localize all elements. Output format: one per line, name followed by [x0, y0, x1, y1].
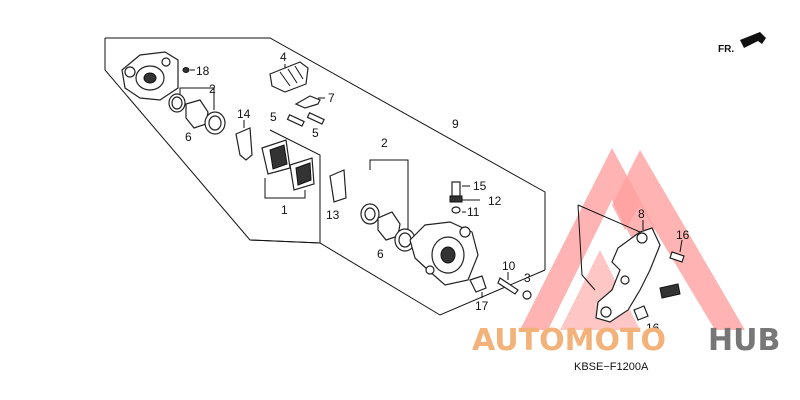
pad-spring — [269, 61, 309, 93]
pad-pin — [294, 95, 321, 109]
watermark-text-hub: HUB — [708, 323, 780, 358]
callout-11: 11 — [467, 205, 480, 219]
callout-5-right: 5 — [312, 126, 319, 140]
callout-1: 1 — [281, 203, 288, 217]
piston-seal-set-lower — [360, 159, 416, 252]
bleed-cap-icon — [182, 67, 190, 73]
callout-2-upper: 2 — [209, 82, 216, 96]
callout-6-lower: 6 — [377, 247, 384, 261]
caliper-body-rear — [121, 51, 179, 101]
callout-12: 12 — [488, 194, 502, 208]
front-direction-arrow-icon — [740, 32, 766, 48]
bracket-outline-top — [577, 204, 641, 233]
callout-7: 7 — [328, 91, 335, 105]
slide-pins — [286, 112, 325, 127]
caliper-bracket — [595, 227, 661, 323]
callout-2-lower: 2 — [381, 136, 388, 150]
callout-9: 9 — [452, 117, 459, 131]
callout-14: 14 — [237, 107, 251, 121]
pad-shim-lower — [329, 169, 347, 203]
caliper-body-front — [409, 221, 479, 286]
callout-13: 13 — [326, 208, 340, 222]
callout-8: 8 — [638, 207, 645, 221]
brake-pad-set — [261, 139, 315, 199]
callout-16-lower: 16 — [646, 321, 660, 335]
watermark-text-automoto: AUTOMOTO — [472, 323, 666, 358]
caliper-outline-inner — [249, 129, 321, 244]
callout-5-left: 5 — [270, 110, 277, 124]
pad-shim — [235, 120, 253, 161]
bleeder-valve — [449, 181, 463, 214]
pad-retainer — [659, 283, 681, 299]
bracket-outline — [577, 204, 596, 291]
caliper-bolt — [469, 275, 487, 293]
diagram-code: KBSE−F1200A — [574, 361, 649, 373]
pin-bolt — [497, 277, 519, 295]
bracket-bolt-upper — [669, 251, 685, 263]
fr-label: FR. — [718, 44, 734, 55]
pin-boot — [522, 290, 532, 300]
callout-4: 4 — [280, 50, 287, 64]
bracket-bolt-lower — [633, 305, 649, 321]
callout-6-upper: 6 — [185, 130, 192, 144]
leader-16a — [679, 239, 683, 253]
callout-17: 17 — [475, 299, 489, 313]
callout-15: 15 — [473, 179, 487, 193]
callout-10: 10 — [502, 259, 516, 273]
callout-16-upper: 16 — [676, 228, 690, 242]
watermark-triangle-right — [612, 150, 745, 330]
assembly-outline — [105, 37, 546, 270]
piston-seal-set-upper — [168, 87, 226, 135]
callout-18: 18 — [196, 64, 210, 78]
callout-3: 3 — [524, 271, 531, 285]
